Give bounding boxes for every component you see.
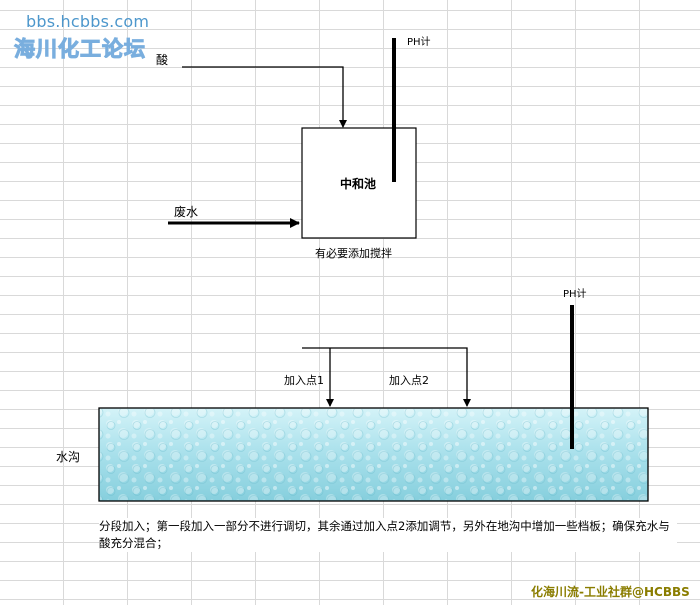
dosing-point-1-label: 加入点1 — [284, 374, 324, 387]
acid-feed-line — [182, 66, 347, 128]
neutralization-tank — [301, 127, 417, 239]
water-droplet-texture — [100, 409, 647, 500]
acid-label: 酸 — [156, 53, 169, 67]
process-note: 分段加入；第一段加入一部分不进行调切，其余通过加入点2添加调节，另外在地沟中增加… — [99, 518, 677, 552]
ph-meter-label-bottom: PH计 — [563, 289, 587, 300]
watermark-url: bbs.hcbbs.com — [26, 12, 150, 31]
watermark-forum-name: 海川化工论坛 — [14, 37, 146, 62]
stirring-note: 有必要添加搅拌 — [315, 247, 392, 260]
footer-credit: 化海川流-工业社群@HCBBS — [531, 585, 690, 599]
wastewater-label: 废水 — [174, 205, 199, 219]
channel-label: 水沟 — [56, 450, 81, 464]
ph-meter-label-top: PH计 — [407, 37, 431, 48]
dosing-point-2-label: 加入点2 — [389, 374, 429, 387]
dosing-line — [302, 347, 471, 407]
tank-label: 中和池 — [340, 177, 377, 191]
